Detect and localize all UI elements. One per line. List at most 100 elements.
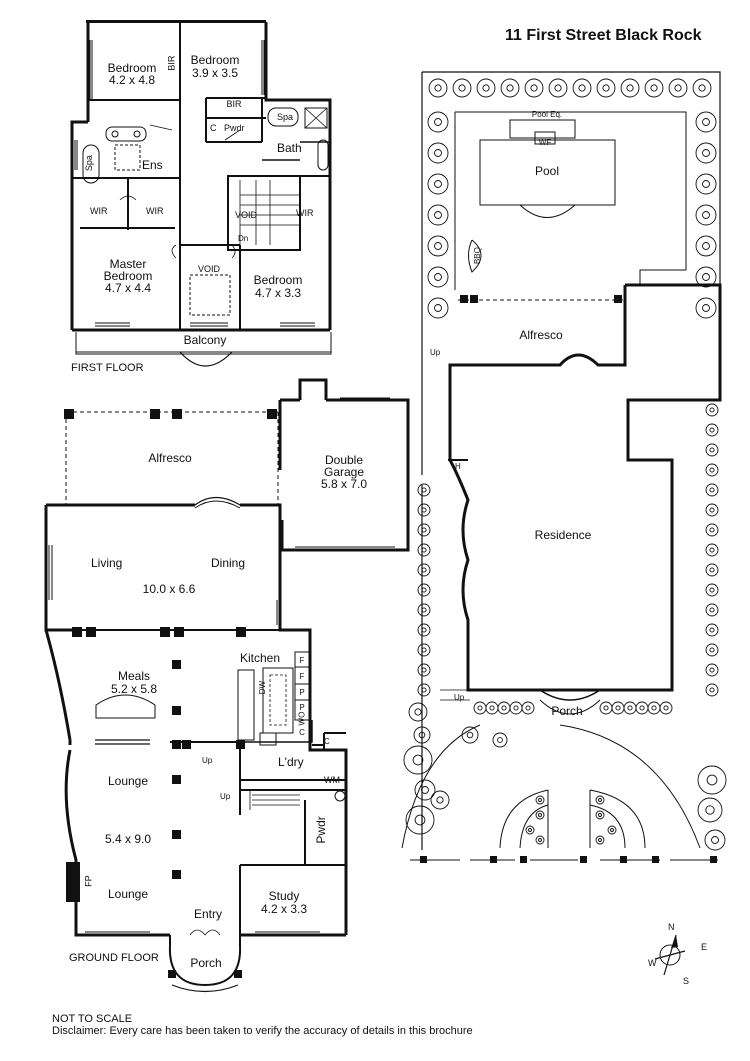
tree-symbol-core	[698, 84, 706, 92]
tree-symbol-core	[489, 705, 495, 711]
tree-symbol-core	[434, 211, 442, 219]
tree-symbol	[417, 663, 431, 677]
tree-symbol-core	[530, 84, 538, 92]
master-bedroom-line2: Bedroom	[103, 269, 153, 283]
living-dining-size: 10.0 x 6.6	[142, 582, 196, 596]
tree-symbol	[668, 78, 688, 98]
tree-symbol-core	[538, 798, 542, 802]
study-label: Study	[268, 889, 300, 903]
dining-label: Dining	[211, 556, 246, 570]
tree-symbol	[644, 78, 664, 98]
tree-symbol-core	[412, 754, 424, 766]
tree-symbol	[705, 523, 719, 537]
stair-down-label: Dn	[238, 234, 249, 243]
tree-symbol	[525, 825, 535, 835]
tree-symbol	[417, 523, 431, 537]
tree-symbol	[427, 111, 449, 133]
tree-symbol	[647, 701, 661, 715]
tree-symbol-core	[436, 796, 444, 804]
tree-symbol	[695, 173, 717, 195]
dishwasher-label: DW	[258, 680, 268, 695]
stair-up-label-1: Up	[202, 756, 213, 765]
tree-symbol	[705, 563, 719, 577]
lounge-label-2: Lounge	[107, 887, 149, 901]
tree-symbol	[430, 790, 450, 810]
tree-symbol-core	[482, 84, 490, 92]
tree-symbol	[705, 623, 719, 637]
tree-symbol	[595, 835, 605, 845]
tree-symbol	[705, 423, 719, 437]
tree-symbol-core	[598, 798, 602, 802]
tree-symbol-core	[610, 828, 614, 832]
first-floor-plan	[70, 20, 332, 367]
tree-symbol	[427, 297, 449, 319]
cupboard-2-label: C	[324, 737, 330, 746]
bedroom-nw-size: 4.2 x 4.8	[108, 73, 156, 87]
site-up-label-2: Up	[454, 693, 465, 702]
bedroom-e-size: 4.7 x 3.3	[254, 286, 302, 300]
tree-symbol-core	[538, 838, 542, 842]
compass-north: N	[668, 922, 675, 932]
ensuite-label: Ens	[142, 158, 163, 172]
tree-symbol	[695, 111, 717, 133]
tree-symbol-core	[434, 242, 442, 250]
tree-symbol-core	[421, 507, 427, 513]
tree-symbol	[452, 78, 472, 98]
tree-symbol-core	[434, 118, 442, 126]
tree-symbol-core	[414, 814, 426, 826]
site-trees	[403, 78, 727, 851]
tree-symbol	[403, 745, 433, 775]
tree-symbol	[417, 623, 431, 637]
tree-symbol	[697, 797, 723, 823]
tree-symbol	[705, 603, 719, 617]
tree-symbol-core	[434, 273, 442, 281]
tree-symbol	[461, 726, 479, 744]
bedroom-n-size: 3.9 x 3.5	[191, 66, 239, 80]
tree-symbol	[705, 643, 719, 657]
tree-symbol	[572, 78, 592, 98]
tree-symbol	[492, 732, 508, 748]
wir-middle-label: WIR	[146, 206, 164, 216]
tree-symbol-core	[709, 567, 715, 573]
tree-symbol-core	[414, 708, 422, 716]
tree-symbol-core	[706, 774, 718, 786]
tree-symbol	[500, 78, 520, 98]
tree-symbol-core	[578, 84, 586, 92]
bbq-label: BBQ	[472, 247, 482, 265]
alfresco-label: Alfresco	[148, 451, 192, 465]
tree-symbol	[607, 825, 617, 835]
tree-symbol	[599, 701, 613, 715]
pantry-p2-label: P	[299, 703, 305, 712]
study-size: 4.2 x 3.3	[260, 902, 308, 916]
master-bedroom-line1: Master	[109, 257, 147, 271]
stair-up-label-2: Up	[220, 792, 231, 801]
compass-rose	[654, 934, 686, 976]
tree-symbol-core	[458, 84, 466, 92]
bedroom-e-name: Bedroom	[253, 273, 303, 287]
balcony-label: Balcony	[183, 333, 227, 347]
tree-symbol-core	[421, 587, 427, 593]
tree-symbol	[635, 701, 649, 715]
tree-symbol-core	[466, 731, 474, 739]
tree-symbol	[705, 483, 719, 497]
tree-symbol	[417, 583, 431, 597]
bir-vertical-label: BIR	[166, 55, 177, 71]
tree-symbol	[427, 204, 449, 226]
tree-symbol	[705, 683, 719, 697]
tree-symbol-core	[650, 84, 658, 92]
tree-symbol	[705, 503, 719, 517]
tree-symbol	[428, 78, 448, 98]
washing-machine-label: WM	[324, 775, 340, 785]
tree-symbol	[524, 78, 544, 98]
tree-symbol-core	[663, 705, 669, 711]
wir-right-label: WIR	[296, 208, 314, 218]
tree-symbol-core	[709, 467, 715, 473]
tree-symbol	[695, 142, 717, 164]
not-to-scale-note: NOT TO SCALE	[52, 1013, 133, 1025]
tree-symbol-core	[421, 627, 427, 633]
garage-line2: Garage	[323, 465, 365, 479]
tree-symbol-core	[626, 84, 634, 92]
tree-symbol-core	[497, 737, 503, 743]
compass-west: W	[648, 958, 657, 968]
